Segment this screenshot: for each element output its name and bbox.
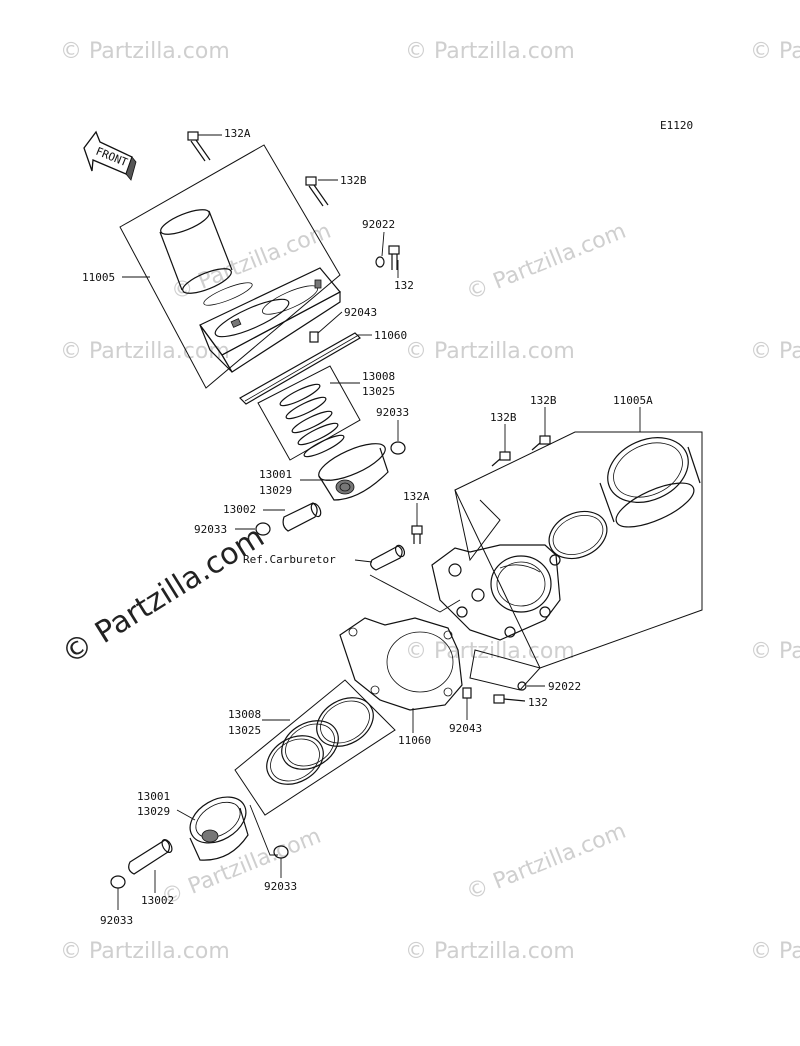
part-label: 92043 — [449, 722, 482, 735]
watermark: © Partzilla.com — [405, 39, 575, 64]
bolt-132-rear — [493, 694, 526, 704]
piston-rings-rear — [266, 697, 374, 785]
dowel-pin — [309, 331, 319, 343]
part-label: 92033 — [264, 880, 297, 893]
part-label: 92043 — [344, 306, 377, 319]
part-label: 92033 — [194, 523, 227, 536]
watermark: © Partzilla.com — [158, 824, 325, 911]
bolt-132 — [388, 245, 400, 270]
piston-pin-rear — [128, 839, 173, 875]
part-label: 11060 — [398, 734, 431, 747]
piston-rear — [189, 796, 249, 861]
part-label: 132 — [528, 696, 548, 709]
ref-label: Ref.Carburetor — [243, 553, 336, 566]
bolt-132b — [305, 176, 338, 207]
head-gasket-rear — [339, 617, 463, 711]
part-label: 13008 — [228, 708, 261, 721]
part-label: 11005A — [613, 394, 653, 407]
part-label: 92022 — [548, 680, 581, 693]
watermark: © Partzilla.com — [750, 939, 800, 964]
circlip-left-rear — [110, 875, 126, 889]
part-label: 13029 — [137, 805, 170, 818]
head-gasket-top — [239, 332, 361, 405]
part-label: 13001 — [137, 790, 170, 803]
watermark: © Partzilla.com — [463, 819, 630, 906]
rear-cylinder-group — [110, 407, 703, 910]
bolt-132a — [187, 131, 222, 162]
bolt-132a-mid — [411, 525, 423, 544]
watermark: © Partzilla.com — [60, 39, 230, 64]
cylinder-sleeve — [159, 209, 253, 306]
watermark: © Partzilla.com — [60, 939, 230, 964]
front-cylinder-group — [119, 131, 406, 536]
front-arrow-icon: FRONT — [83, 130, 137, 181]
watermark: © Partzilla.com — [463, 219, 630, 306]
part-label: 13002 — [141, 894, 174, 907]
part-label: 13025 — [362, 385, 395, 398]
watermark: © Partzilla.com — [750, 639, 800, 664]
dowel-rear — [462, 687, 472, 699]
part-label: 132 — [394, 279, 414, 292]
bolt-132b-rear-2 — [491, 451, 511, 467]
cylinder-block — [199, 267, 341, 373]
part-label: 13002 — [223, 503, 256, 516]
washer-92022-rear — [517, 681, 527, 691]
watermark-large: © Partzilla.com — [56, 519, 271, 671]
part-label: 92033 — [100, 914, 133, 927]
part-label: 132A — [403, 490, 430, 503]
part-label: 132A — [224, 127, 251, 140]
part-label: 92022 — [362, 218, 395, 231]
piston-pin-top — [282, 502, 322, 532]
watermark: © Partzilla.com — [750, 39, 800, 64]
watermark: © Partzilla.com — [405, 939, 575, 964]
watermark: © Partzilla.com — [405, 639, 575, 664]
piston-top — [318, 443, 389, 501]
part-label: 11005 — [82, 271, 115, 284]
watermark: © Partzilla.com — [750, 339, 800, 364]
part-label: 13029 — [259, 484, 292, 497]
part-label: 13025 — [228, 724, 261, 737]
part-label: 11060 — [374, 329, 407, 342]
part-label: 132B — [340, 174, 367, 187]
part-label: 13008 — [362, 370, 395, 383]
watermark: © Partzilla.com — [405, 339, 575, 364]
piston-rings-top — [279, 383, 345, 458]
part-label: 13001 — [259, 468, 292, 481]
part-label: 132B — [490, 411, 517, 424]
circlip-right — [390, 441, 406, 455]
circlip-left — [255, 522, 271, 536]
carburetor-joint — [370, 544, 406, 571]
watermark: © Partzilla.com — [60, 339, 230, 364]
part-label: 92033 — [376, 406, 409, 419]
cylinder-sleeve-rear — [548, 437, 701, 560]
diagram-code: E1120 — [660, 119, 693, 132]
cylinder-block-rear — [431, 544, 561, 641]
washer-92022 — [375, 256, 385, 268]
part-label: 132B — [530, 394, 557, 407]
